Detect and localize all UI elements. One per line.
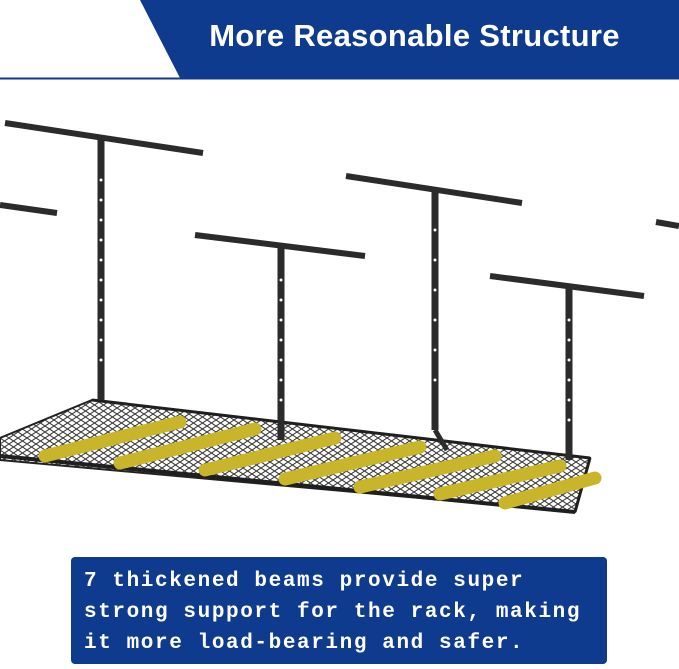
storage-rack-illustration	[0, 120, 679, 514]
beam-1	[38, 415, 187, 463]
ceiling-post-4	[489, 273, 645, 460]
banner-shape	[0, 0, 679, 80]
beam-6	[433, 459, 567, 501]
beam-5	[353, 449, 502, 494]
banner-title: More Reasonable Structure	[209, 18, 620, 53]
ceiling-bracket-partial-right	[655, 219, 679, 229]
ceiling-bracket-partial-left	[0, 202, 58, 216]
ceiling-post-2	[194, 232, 366, 440]
caption-box: 7 thickened beams provide super strong s…	[71, 557, 607, 664]
beam-7	[498, 471, 602, 510]
ceiling-post-1	[4, 120, 204, 400]
caption-text: 7 thickened beams provide super strong s…	[84, 570, 582, 655]
header-banner: More Reasonable Structure	[0, 0, 679, 80]
beam-3	[198, 431, 342, 477]
beam-2	[113, 422, 262, 470]
yellow-beams	[38, 415, 602, 510]
ceiling-post-3	[345, 173, 523, 452]
beam-4	[278, 440, 427, 486]
